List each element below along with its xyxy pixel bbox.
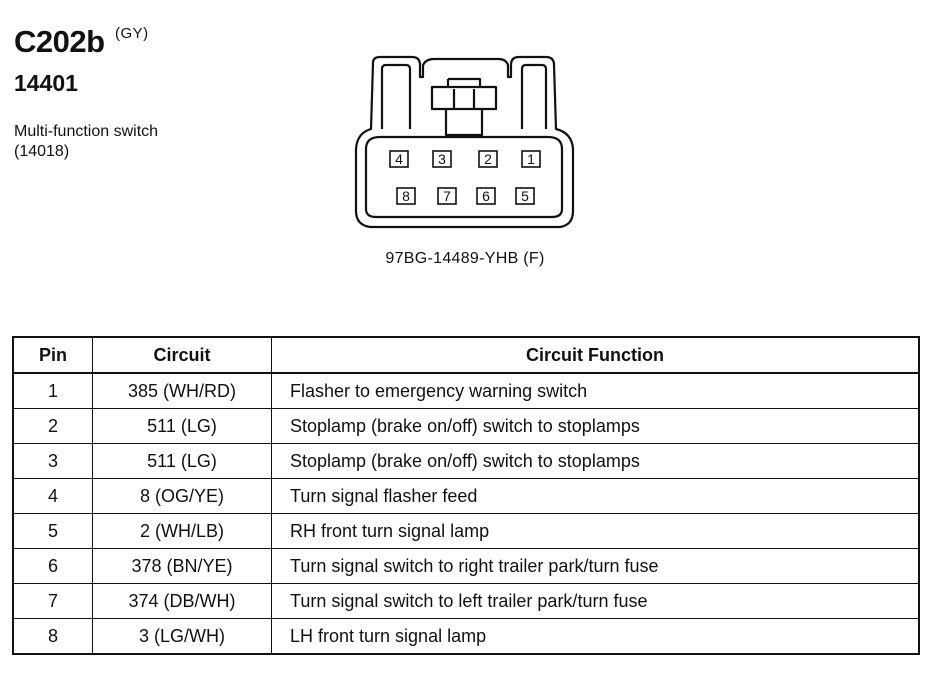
- table-row: 5 2 (WH/LB) RH front turn signal lamp: [12, 513, 920, 549]
- circuit-cell: 511 (LG): [92, 408, 272, 444]
- pin-label-bottom: 6: [482, 188, 490, 204]
- function-cell: Stoplamp (brake on/off) switch to stopla…: [271, 408, 920, 444]
- pin-cell: 8: [12, 618, 93, 655]
- connector-id: C202b: [14, 24, 105, 59]
- function-cell: LH front turn signal lamp: [271, 618, 920, 655]
- table-row: 1 385 (WH/RD) Flasher to emergency warni…: [12, 372, 920, 409]
- function-cell: Flasher to emergency warning switch: [271, 372, 920, 409]
- component-description: Multi-function switch (14018): [14, 122, 158, 162]
- circuit-cell: 374 (DB/WH): [92, 583, 272, 619]
- function-cell: Stoplamp (brake on/off) switch to stopla…: [271, 443, 920, 479]
- connector-color-code: (GY): [115, 25, 149, 42]
- column-header-function: Circuit Function: [271, 336, 920, 374]
- pin-box-6: [476, 187, 496, 205]
- circuit-cell: 385 (WH/RD): [92, 372, 272, 409]
- pin-cell: 7: [12, 583, 93, 619]
- circuit-cell: 2 (WH/LB): [92, 513, 272, 549]
- pin-label-bottom: 8: [402, 188, 410, 204]
- pin-label-top: 1: [527, 151, 535, 167]
- component-part-number: 14401: [14, 70, 78, 96]
- pin-box-8: [396, 187, 416, 205]
- connector-drawing: 4 3 2 1 8 7 6 5: [354, 55, 575, 229]
- pin-cell: 5: [12, 513, 93, 549]
- pin-label-bottom: 5: [521, 188, 529, 204]
- pin-box-1: [521, 150, 541, 168]
- table-row: 6 378 (BN/YE) Turn signal switch to righ…: [12, 548, 920, 584]
- pin-cell: 4: [12, 478, 93, 514]
- connector-title: C202b (GY): [14, 24, 149, 60]
- column-header-circuit: Circuit: [92, 336, 272, 374]
- circuit-cell: 3 (LG/WH): [92, 618, 272, 655]
- pin-cell: 6: [12, 548, 93, 584]
- table-row: 2 511 (LG) Stoplamp (brake on/off) switc…: [12, 408, 920, 444]
- component-name: Multi-function switch: [14, 123, 159, 140]
- pin-cell: 1: [12, 372, 93, 409]
- connector-part-number: 97BG-14489-YHB (F): [385, 250, 545, 267]
- column-header-pin: Pin: [12, 336, 93, 374]
- circuit-cell: 378 (BN/YE): [92, 548, 272, 584]
- function-cell: Turn signal switch to left trailer park/…: [271, 583, 920, 619]
- pin-box-4: [389, 150, 409, 168]
- component-number: (14018): [14, 143, 70, 160]
- pin-box-7: [437, 187, 457, 205]
- pin-box-2: [478, 150, 498, 168]
- pin-cell: 2: [12, 408, 93, 444]
- pinout-table: Pin Circuit Circuit Function 1 385 (WH/R…: [12, 336, 920, 655]
- table-row: 3 511 (LG) Stoplamp (brake on/off) switc…: [12, 443, 920, 479]
- pin-label-top: 3: [438, 151, 446, 167]
- pin-label-bottom: 7: [443, 188, 451, 204]
- function-cell: Turn signal flasher feed: [271, 478, 920, 514]
- pin-box-5: [515, 187, 535, 205]
- table-row: 4 8 (OG/YE) Turn signal flasher feed: [12, 478, 920, 514]
- table-header-row: Pin Circuit Circuit Function: [12, 336, 920, 374]
- function-cell: Turn signal switch to right trailer park…: [271, 548, 920, 584]
- connector-face-diagram: 4 3 2 1 8 7 6 5: [340, 45, 590, 245]
- pin-box-3: [432, 150, 452, 168]
- pin-label-top: 4: [395, 151, 403, 167]
- pin-cell: 3: [12, 443, 93, 479]
- pin-label-top: 2: [484, 151, 492, 167]
- table-row: 8 3 (LG/WH) LH front turn signal lamp: [12, 618, 920, 655]
- circuit-cell: 8 (OG/YE): [92, 478, 272, 514]
- function-cell: RH front turn signal lamp: [271, 513, 920, 549]
- circuit-cell: 511 (LG): [92, 443, 272, 479]
- table-row: 7 374 (DB/WH) Turn signal switch to left…: [12, 583, 920, 619]
